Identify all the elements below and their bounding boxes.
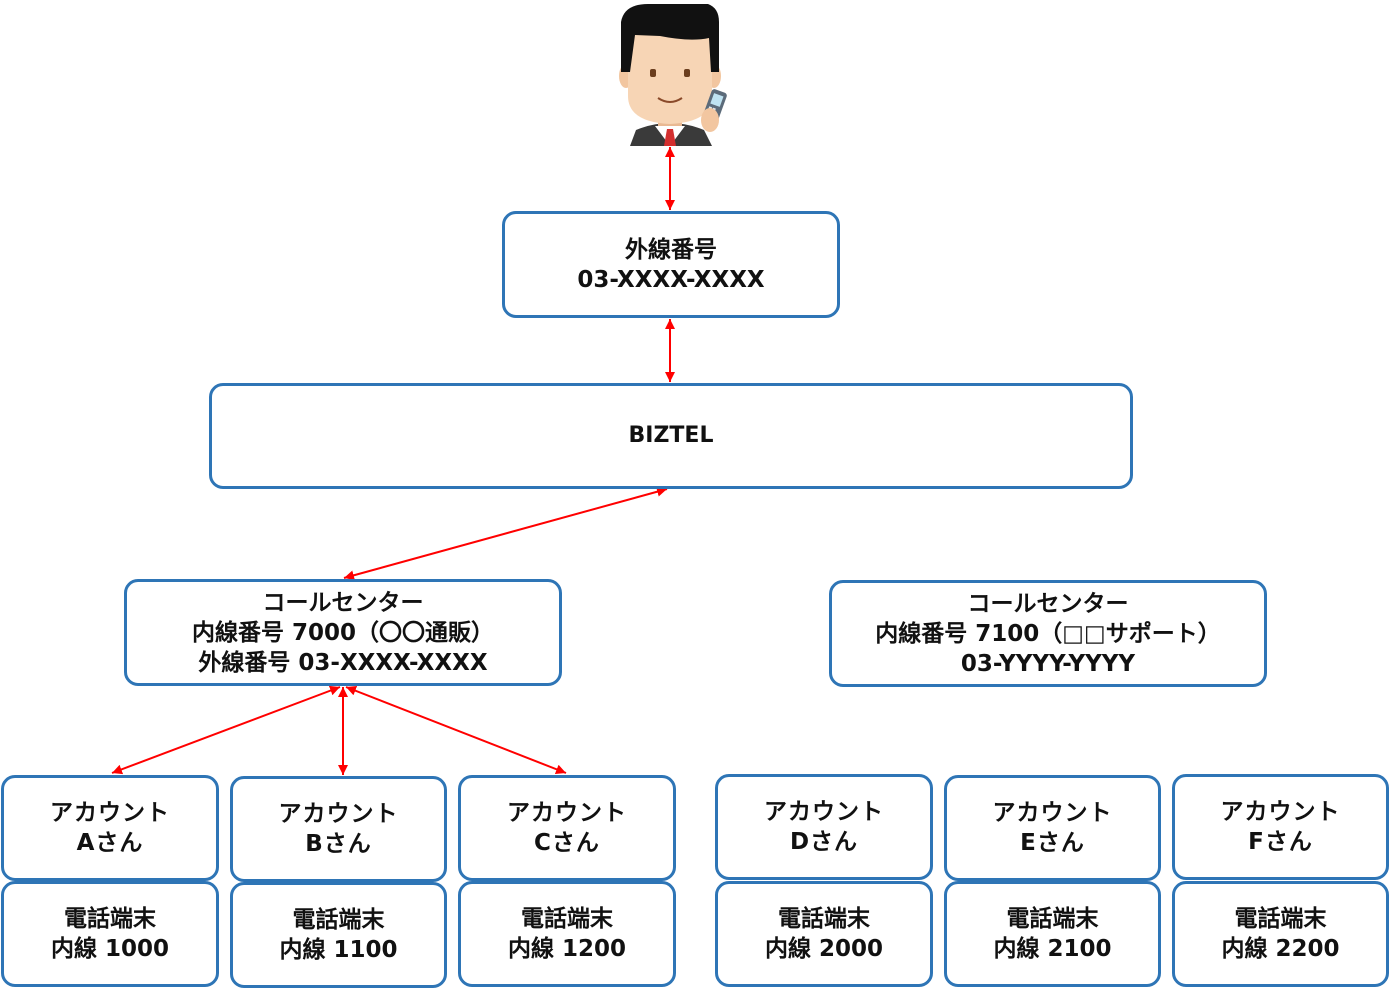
account-box-d: アカウント Dさん (715, 774, 933, 880)
call-center-external-number: 03-YYYY-YYYY (960, 650, 1136, 677)
call-center-extension: 内線番号 7100（□□サポート） (875, 620, 1221, 647)
call-center-box-1: コールセンター 内線番号 7000（〇〇通販） 外線番号 03-XXXX-XXX… (124, 579, 562, 686)
device-extension: 内線 2200 (1221, 936, 1340, 962)
call-center-box-2: コールセンター 内線番号 7100（□□サポート） 03-YYYY-YYYY (829, 580, 1267, 687)
account-name: Cさん (534, 830, 600, 856)
phone-device-box-a: 電話端末 内線 1000 (1, 881, 219, 987)
account-label: アカウント (992, 800, 1113, 826)
call-center-title: コールセンター (262, 589, 424, 616)
phone-device-box-f: 電話端末 内線 2200 (1172, 881, 1389, 987)
device-label: 電話端末 (778, 906, 870, 932)
device-label: 電話端末 (521, 906, 613, 932)
device-label: 電話端末 (1006, 906, 1099, 932)
device-extension: 内線 1200 (507, 936, 627, 962)
biztel-box: BIZTEL (209, 383, 1133, 489)
phone-device-box-d: 電話端末 内線 2000 (715, 881, 933, 987)
account-label: アカウント (50, 800, 170, 826)
device-label: 電話端末 (64, 906, 156, 932)
device-extension: 内線 1000 (50, 936, 170, 962)
phone-device-box-b: 電話端末 内線 1100 (230, 882, 447, 988)
arrow-call-center-to-account-c (345, 685, 567, 775)
external-number-box: 外線番号 03-XXXX-XXXX (502, 211, 840, 318)
phone-device-box-c: 電話端末 内線 1200 (458, 881, 676, 987)
businessman-on-phone-icon (600, 0, 730, 146)
account-name: Aさん (76, 830, 144, 856)
account-box-f: アカウント Fさん (1172, 774, 1389, 880)
call-center-extension: 内線番号 7000（〇〇通販） (191, 619, 495, 646)
phone-device-box-e: 電話端末 内線 2100 (944, 881, 1161, 987)
device-label: 電話端末 (1234, 906, 1327, 932)
account-label: アカウント (764, 799, 884, 825)
arrow-biztel-to-call-center-1 (343, 486, 668, 581)
account-box-b: アカウント Bさん (230, 776, 447, 882)
account-box-e: アカウント Eさん (944, 775, 1161, 881)
device-label: 電話端末 (292, 907, 385, 933)
external-number-value: 03-XXXX-XXXX (577, 266, 765, 293)
account-label: アカウント (278, 801, 399, 827)
device-extension: 内線 2000 (764, 936, 884, 962)
account-label: アカウント (507, 800, 627, 826)
biztel-label: BIZTEL (628, 423, 714, 448)
external-number-label: 外線番号 (625, 236, 717, 263)
account-label: アカウント (1220, 799, 1341, 825)
arrow-call-center-to-account-a (111, 685, 341, 775)
account-name: Eさん (1020, 830, 1085, 856)
account-box-c: アカウント Cさん (458, 775, 676, 881)
account-name: Bさん (305, 831, 372, 857)
call-center-external-number: 外線番号 03-XXXX-XXXX (198, 649, 488, 676)
account-box-a: アカウント Aさん (1, 775, 219, 881)
account-name: Dさん (789, 829, 859, 855)
device-extension: 内線 2100 (993, 936, 1112, 962)
call-center-title: コールセンター (967, 590, 1129, 617)
device-extension: 内線 1100 (279, 937, 398, 963)
account-name: Fさん (1248, 829, 1313, 855)
